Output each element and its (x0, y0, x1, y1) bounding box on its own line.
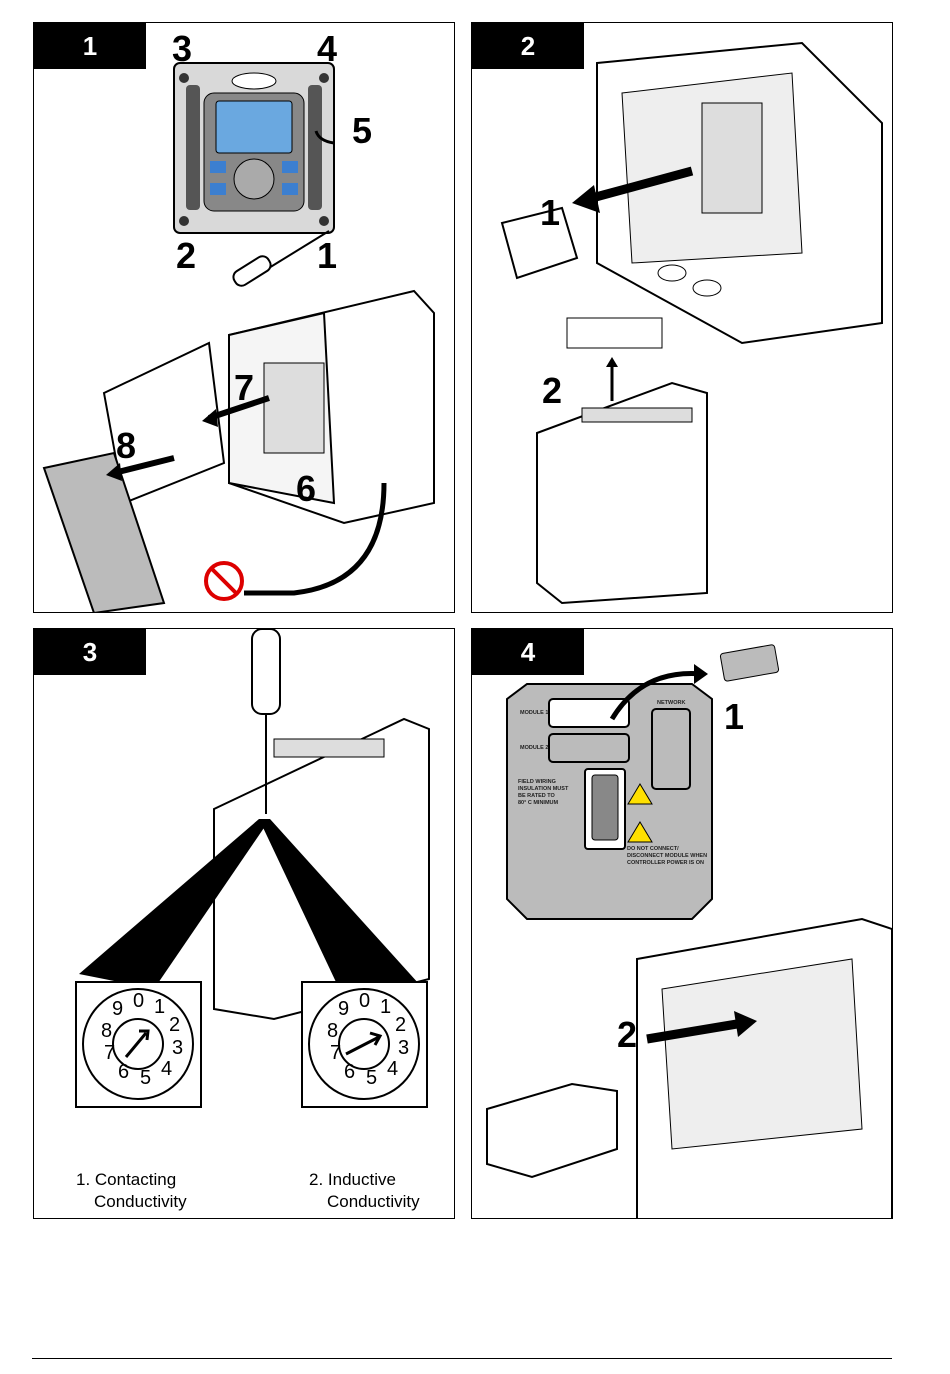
svg-text:0: 0 (133, 990, 144, 1012)
callout-1: 1 (724, 699, 744, 735)
network-label: NETWORK (657, 700, 685, 707)
svg-text:4: 4 (387, 1058, 398, 1080)
callout-6: 6 (296, 471, 316, 507)
dial-1-caption-line2: Conductivity (94, 1191, 187, 1212)
svg-text:0: 0 (359, 990, 370, 1012)
dial-1-caption-line1: 1. Contacting (76, 1169, 176, 1190)
field-wiring-line4: 80° C MINIMUM (518, 800, 558, 807)
label-plate-icon (472, 629, 893, 1219)
warning-line3: CONTROLLER POWER IS ON (627, 860, 704, 867)
terminal-block-icon (567, 318, 662, 348)
panel-step-4: 4 MODULE 1 MODULE 2 NETWORK FIELD WIRING… (471, 628, 893, 1219)
callout-2: 2 (542, 373, 562, 409)
footer-divider (32, 1358, 892, 1359)
warning-line2: DISCONNECT MODULE WHEN (627, 853, 707, 860)
module1-label: MODULE 1 (520, 710, 548, 717)
svg-text:1: 1 (154, 996, 165, 1018)
dial-2-caption-line2: Conductivity (327, 1191, 420, 1212)
module-icon (487, 1084, 617, 1177)
field-wiring-line1: FIELD WIRING (518, 779, 556, 786)
callout-5: 5 (352, 113, 372, 149)
svg-text:8: 8 (101, 1020, 112, 1042)
cover-piece-icon (720, 644, 779, 681)
callout-3: 3 (172, 31, 192, 67)
warning-line1: DO NOT CONNECT/ (627, 846, 679, 853)
module2-label: MODULE 2 (520, 745, 548, 752)
controller-front-icon (34, 23, 455, 613)
enclosure-interior-icon (472, 23, 893, 613)
panel-step-1: 1 3 4 5 2 1 (33, 22, 455, 613)
svg-text:9: 9 (338, 998, 349, 1020)
svg-text:3: 3 (172, 1037, 183, 1059)
callout-2: 2 (176, 238, 196, 274)
callout-8: 8 (116, 428, 136, 464)
svg-text:4: 4 (161, 1058, 172, 1080)
callout-1: 1 (317, 238, 337, 274)
svg-text:7: 7 (330, 1042, 341, 1064)
svg-text:3: 3 (398, 1037, 409, 1059)
svg-text:6: 6 (118, 1061, 129, 1083)
callout-7: 7 (234, 370, 254, 406)
dial-2-caption-line1: 2. Inductive (309, 1169, 396, 1190)
svg-text:1: 1 (380, 996, 391, 1018)
callout-1: 1 (540, 195, 560, 231)
callout-2: 2 (617, 1017, 637, 1053)
field-wiring-line3: BE RATED TO (518, 793, 555, 800)
svg-text:2: 2 (395, 1014, 406, 1036)
svg-text:5: 5 (366, 1067, 377, 1089)
panel-step-2: 2 1 2 (471, 22, 893, 613)
field-wiring-line2: INSULATION MUST (518, 786, 568, 793)
svg-text:8: 8 (327, 1020, 338, 1042)
svg-text:5: 5 (140, 1067, 151, 1089)
svg-text:9: 9 (112, 998, 123, 1020)
svg-text:2: 2 (169, 1014, 180, 1036)
svg-text:7: 7 (104, 1042, 115, 1064)
callout-4: 4 (317, 31, 337, 67)
svg-text:6: 6 (344, 1061, 355, 1083)
